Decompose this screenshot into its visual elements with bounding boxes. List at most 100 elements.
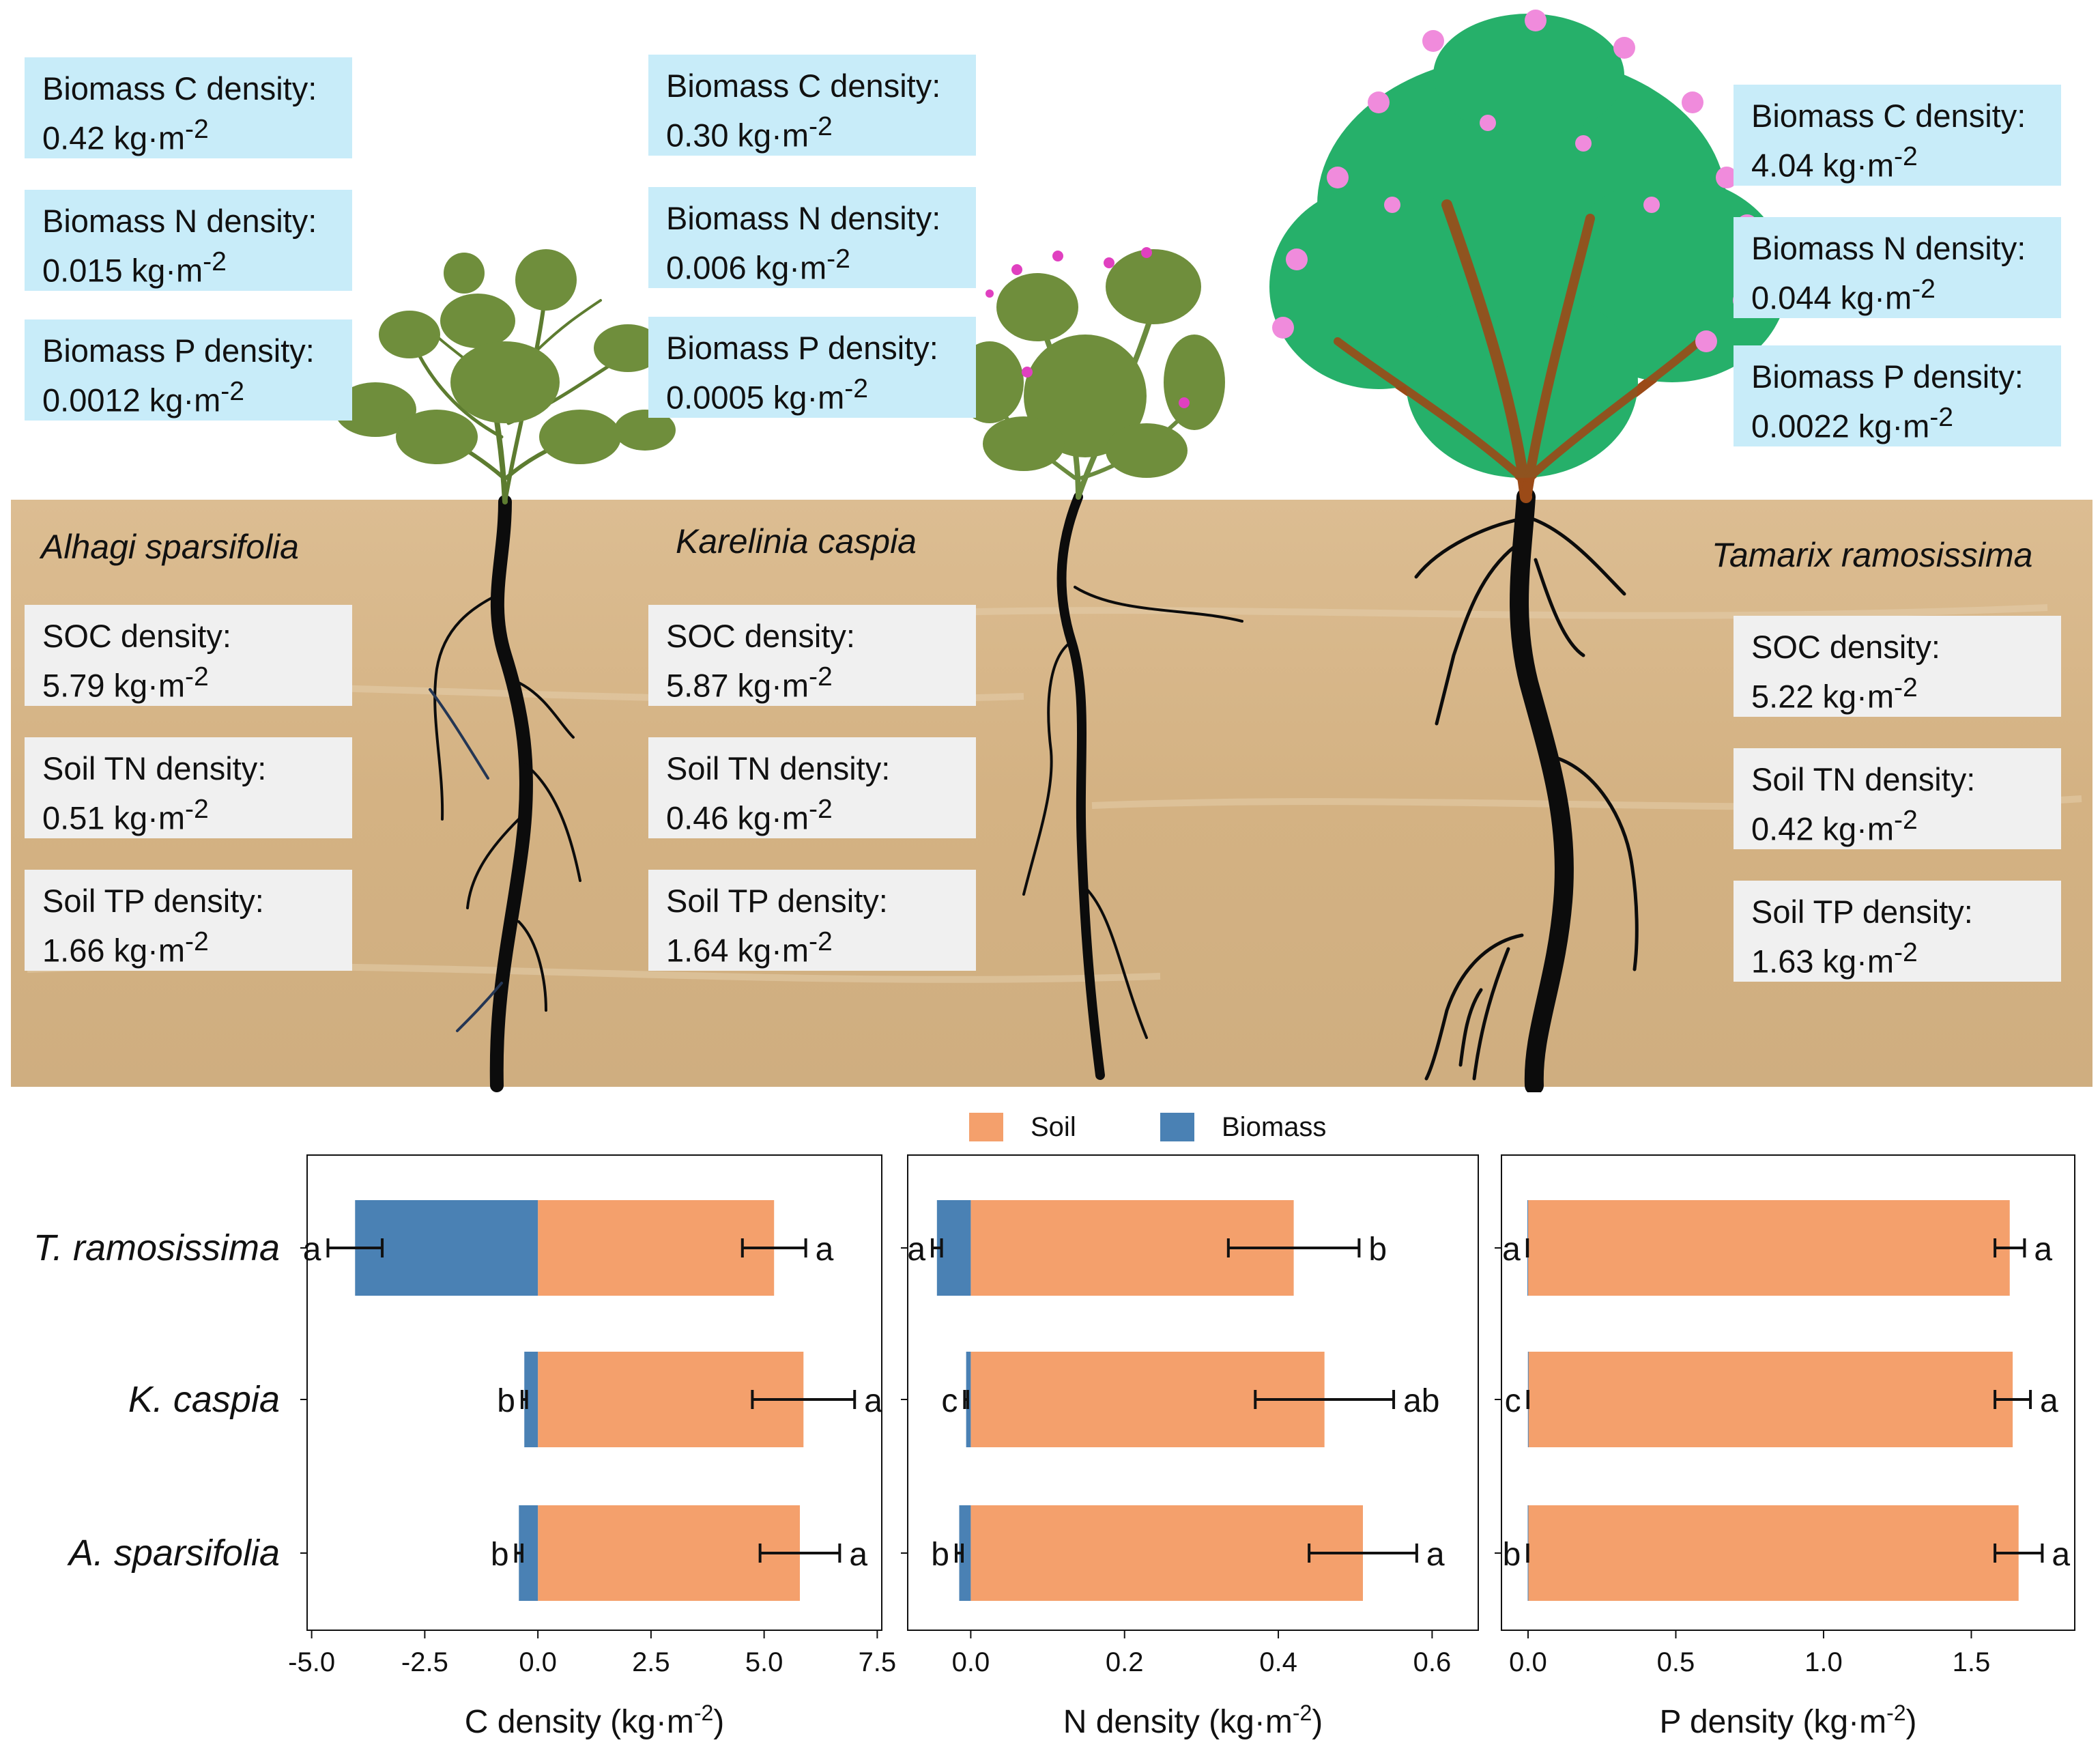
karelinia-tp-box: Soil TP density: 1.64 kg·m-2 xyxy=(648,870,976,971)
tamarix-biomass-n-value-line: 0.044 kg·m-2 xyxy=(1751,269,2043,319)
sig-letter-soil-2-2: a xyxy=(2052,1537,2070,1573)
illustration-scene: Biomass C density: 0.42 kg·m-2 Biomass N… xyxy=(11,10,2092,1095)
tamarix-tp-label: Soil TP density: xyxy=(1751,894,1973,930)
alhagi-biomass-c-value-line: 0.42 kg·m-2 xyxy=(42,109,334,159)
sig-letter-biomass-1-0: a xyxy=(907,1232,925,1268)
alhagi-biomass-p-label: Biomass P density: xyxy=(42,332,315,369)
karelinia-tn-value-line: 0.46 kg·m-2 xyxy=(666,789,958,839)
category-label-1: K. caspia xyxy=(128,1379,280,1420)
alhagi-tp-box: Soil TP density: 1.66 kg·m-2 xyxy=(25,870,352,971)
bar-biomass-0-0 xyxy=(355,1200,538,1296)
bar-soil-2-2 xyxy=(1527,1505,2019,1601)
alhagi-roots xyxy=(429,495,581,1092)
x-tick-label-2-3: 1.5 xyxy=(1953,1647,1991,1677)
alhagi-foliage xyxy=(334,249,676,464)
sig-letter-biomass-2-1: c xyxy=(1505,1383,1521,1419)
karelinia-biomass-n-exp: -2 xyxy=(826,244,850,274)
alhagi-tn-exp: -2 xyxy=(184,795,209,824)
tamarix-tn-value-line: 0.42 kg·m-2 xyxy=(1751,800,2043,850)
sig-letter-soil-1-1: ab xyxy=(1403,1383,1439,1419)
legend-label-biomass: Biomass xyxy=(1222,1112,1326,1142)
x-tick-label-0-5: 7.5 xyxy=(859,1647,897,1677)
legend-swatch-biomass xyxy=(1160,1113,1194,1141)
karelinia-soc-value-line: 5.87 kg·m-2 xyxy=(666,657,958,707)
bar-soil-2-1 xyxy=(1527,1352,2013,1447)
legend-label-soil: Soil xyxy=(1031,1112,1076,1142)
alhagi-tn-box: Soil TN density: 0.51 kg·m-2 xyxy=(25,737,352,838)
sig-letter-biomass-1-1: c xyxy=(941,1383,958,1419)
karelinia-biomass-p-value-line: 0.0005 kg·m-2 xyxy=(666,369,958,418)
karelinia-tn-value: 0.46 kg·m xyxy=(666,799,809,836)
alhagi-tp-value: 1.66 kg·m xyxy=(42,932,185,969)
karelinia-biomass-c-value-line: 0.30 kg·m-2 xyxy=(666,106,958,156)
x-axis-title-exp-0: -2 xyxy=(694,1701,713,1725)
legend-swatch-soil xyxy=(969,1113,1003,1141)
alhagi-biomass-c-box: Biomass C density: 0.42 kg·m-2 xyxy=(25,57,352,158)
tamarix-biomass-c-exp: -2 xyxy=(1893,142,1918,171)
tamarix-tn-label: Soil TN density: xyxy=(1751,761,1976,797)
sig-letter-biomass-0-2: b xyxy=(491,1537,509,1573)
x-tick-label-2-1: 0.5 xyxy=(1657,1647,1695,1677)
x-axis-title-close-1: ) xyxy=(1312,1704,1323,1740)
karelinia-biomass-p-label: Biomass P density: xyxy=(666,330,938,366)
sig-letter-biomass-1-2: b xyxy=(931,1537,949,1573)
karelinia-biomass-p-value: 0.0005 kg·m xyxy=(666,379,845,416)
tamarix-tp-value-line: 1.63 kg·m-2 xyxy=(1751,933,2043,982)
tamarix-biomass-p-exp: -2 xyxy=(1929,403,1954,432)
sig-letter-soil-2-1: a xyxy=(2040,1383,2058,1419)
karelinia-tp-exp: -2 xyxy=(808,927,833,956)
alhagi-biomass-p-box: Biomass P density: 0.0012 kg·m-2 xyxy=(25,319,352,421)
alhagi-biomass-p-exp: -2 xyxy=(220,377,245,406)
alhagi-biomass-c-exp: -2 xyxy=(184,115,209,144)
karelinia-biomass-p-box: Biomass P density: 0.0005 kg·m-2 xyxy=(648,317,976,418)
x-tick-label-1-0: 0.0 xyxy=(952,1647,990,1677)
tamarix-flowers xyxy=(1272,10,1758,352)
alhagi-species-name: Alhagi sparsifolia xyxy=(41,528,299,566)
x-axis-title-exp-2: -2 xyxy=(1886,1701,1905,1725)
x-tick-label-0-1: -2.5 xyxy=(401,1647,448,1677)
tamarix-soc-value-line: 5.22 kg·m-2 xyxy=(1751,668,2043,717)
x-axis-title-close-0: ) xyxy=(713,1704,724,1740)
karelinia-tn-box: Soil TN density: 0.46 kg·m-2 xyxy=(648,737,976,838)
x-tick-label-2-2: 1.0 xyxy=(1804,1647,1843,1677)
bar-soil-0-2 xyxy=(538,1505,800,1601)
bar-biomass-0-1 xyxy=(524,1352,538,1447)
karelinia-biomass-p-exp: -2 xyxy=(844,374,869,403)
alhagi-tp-label: Soil TP density: xyxy=(42,883,264,919)
x-tick-label-1-3: 0.6 xyxy=(1413,1647,1452,1677)
sig-letter-biomass-0-0: a xyxy=(303,1232,321,1268)
sig-letter-soil-2-0: a xyxy=(2034,1232,2052,1268)
karelinia-biomass-n-value: 0.006 kg·m xyxy=(666,249,827,286)
tamarix-branches-overlay xyxy=(1334,199,1703,502)
panel-frame-0 xyxy=(306,1154,882,1631)
karelinia-tp-value: 1.64 kg·m xyxy=(666,932,809,969)
tamarix-biomass-n-exp: -2 xyxy=(1912,274,1936,304)
bar-soil-2-0 xyxy=(1527,1200,2010,1296)
karelinia-biomass-c-box: Biomass C density: 0.30 kg·m-2 xyxy=(648,55,976,156)
sig-letter-soil-1-0: b xyxy=(1368,1232,1387,1268)
tamarix-tn-value: 0.42 kg·m xyxy=(1751,810,1894,847)
alhagi-biomass-c-label: Biomass C density: xyxy=(42,70,317,106)
bar-soil-1-2 xyxy=(970,1505,1363,1601)
karelinia-roots xyxy=(1022,492,1243,1080)
tamarix-biomass-n-box: Biomass N density: 0.044 kg·m-2 xyxy=(1734,217,2061,318)
alhagi-tn-value: 0.51 kg·m xyxy=(42,799,185,836)
karelinia-soc-box: SOC density: 5.87 kg·m-2 xyxy=(648,605,976,706)
tamarix-biomass-p-label: Biomass P density: xyxy=(1751,358,2024,395)
alhagi-biomass-p-value-line: 0.0012 kg·m-2 xyxy=(42,371,334,421)
alhagi-biomass-n-value-line: 0.015 kg·m-2 xyxy=(42,242,334,292)
x-axis-title-text-1: N density (kg·m xyxy=(1063,1704,1293,1740)
x-axis-title-1: N density (kg·m-2) xyxy=(1063,1701,1323,1740)
sig-letter-biomass-2-2: b xyxy=(1503,1537,1521,1573)
tamarix-biomass-p-value-line: 0.0022 kg·m-2 xyxy=(1751,397,2043,447)
alhagi-biomass-n-exp: -2 xyxy=(203,247,227,276)
tamarix-soc-value: 5.22 kg·m xyxy=(1751,678,1894,715)
karelinia-species-name: Karelinia caspia xyxy=(676,522,917,560)
tamarix-soc-exp: -2 xyxy=(1893,673,1918,702)
tamarix-tn-box: Soil TN density: 0.42 kg·m-2 xyxy=(1734,748,2061,849)
karelinia-biomass-c-label: Biomass C density: xyxy=(666,68,941,104)
x-tick-label-0-2: 0.0 xyxy=(519,1647,557,1677)
tamarix-biomass-c-value: 4.04 kg·m xyxy=(1751,147,1894,184)
alhagi-biomass-n-box: Biomass N density: 0.015 kg·m-2 xyxy=(25,190,352,291)
karelinia-tp-value-line: 1.64 kg·m-2 xyxy=(666,922,958,971)
